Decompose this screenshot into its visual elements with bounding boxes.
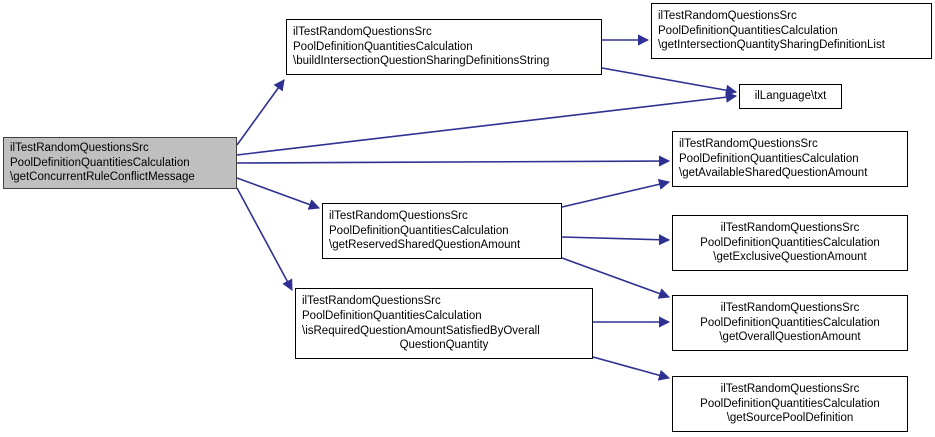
graph-node-label-line: PoolDefinitionQuantitiesCalculation (700, 316, 880, 329)
edge-current-to-get-available-shared (236, 155, 671, 167)
edge-current-to-is-required-satisfied (236, 187, 293, 291)
edge-current-to-build-intersection (236, 79, 285, 146)
graph-node-label-line: \getSourcePoolDefinition (726, 412, 854, 425)
edge-current-to-get-reserved-shared (236, 177, 321, 210)
graph-node-label-line: PoolDefinitionQuantitiesCalculation (658, 24, 838, 37)
edge-is-required-to-get-source-pool (592, 356, 671, 381)
graph-node-label-line: ilTestRandomQuestionsSrc (10, 142, 149, 155)
graph-node-label-line: \getAvailableSharedQuestionAmount (679, 167, 868, 180)
graph-node-label-line: PoolDefinitionQuantitiesCalculation (10, 156, 190, 169)
edge-get-reserved-to-get-available-shared (561, 178, 671, 208)
edge-get-reserved-to-get-exclusive (561, 234, 671, 246)
graph-node-label-line: PoolDefinitionQuantitiesCalculation (293, 40, 473, 53)
graph-node-label-line: ilTestRandomQuestionsSrc (679, 138, 818, 151)
graph-node-label-line: \getExclusiveQuestionAmount (713, 251, 867, 264)
graph-node-label-line: ilTestRandomQuestionsSrc (329, 210, 468, 223)
graph-node-label-line: ilTestRandomQuestionsSrc (720, 222, 860, 235)
graph-node-label-line: \buildIntersectionQuestionSharingDefinit… (293, 55, 550, 68)
graph-node-label-line: PoolDefinitionQuantitiesCalculation (302, 309, 482, 322)
graph-node-label-line: ilTestRandomQuestionsSrc (720, 383, 860, 396)
graph-node-label-line: ilTestRandomQuestionsSrc (658, 10, 797, 23)
edge-get-reserved-to-get-overall (561, 257, 671, 299)
graph-node-label-line: PoolDefinitionQuantitiesCalculation (679, 152, 859, 165)
graph-node-label-line: ilTestRandomQuestionsSrc (720, 302, 860, 315)
graph-node-label-line: PoolDefinitionQuantitiesCalculation (700, 397, 880, 410)
graph-node-label-line: QuestionQuantity (399, 339, 489, 352)
graph-node-label-line: ilLanguage\txt (754, 90, 827, 103)
edge-current-to-il-language (236, 91, 738, 156)
graph-node-label-line: \getReservedSharedQuestionAmount (329, 239, 521, 252)
graph-node-label-line: ilTestRandomQuestionsSrc (302, 295, 441, 308)
graph-node-label-line: \getOverallQuestionAmount (719, 331, 861, 344)
graph-node-il-language-txt[interactable]: ilLanguage\txt (739, 84, 842, 109)
graph-node-label-line: ilTestRandomQuestionsSrc (293, 26, 432, 39)
graph-node-label-line: \isRequiredQuestionAmountSatisfiedByOver… (302, 324, 540, 337)
graph-node-label-line: \getConcurrentRuleConflictMessage (10, 171, 195, 184)
edge-build-intersection-to-il-language (601, 67, 738, 96)
graph-node-label-line: PoolDefinitionQuantitiesCalculation (329, 224, 509, 237)
graph-node-label-line: PoolDefinitionQuantitiesCalculation (700, 236, 880, 249)
graph-node-label-line: \getIntersectionQuantitySharingDefinitio… (658, 39, 885, 52)
